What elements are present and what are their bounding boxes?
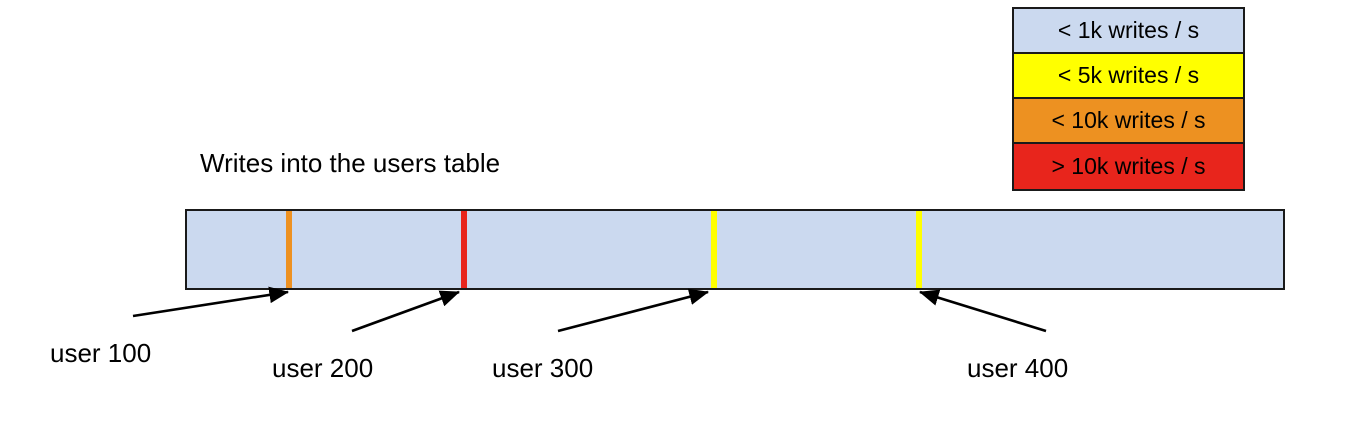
marker-user-200	[461, 211, 467, 288]
arrow-user-400	[919, 289, 1047, 333]
legend-row-under-10k: < 10k writes / s	[1014, 99, 1243, 144]
legend-row-under-5k: < 5k writes / s	[1014, 54, 1243, 99]
arrow-user-300	[557, 288, 710, 333]
users-table-bar	[185, 209, 1285, 290]
legend-label-over-10k: > 10k writes / s	[1051, 153, 1206, 179]
label-user-200: user 200	[272, 353, 374, 383]
legend-label-under-1k: < 1k writes / s	[1057, 17, 1200, 43]
legend-row-over-10k: > 10k writes / s	[1014, 144, 1243, 189]
arrow-user-200	[351, 290, 460, 333]
marker-user-400	[916, 211, 922, 288]
legend: < 1k writes / s < 5k writes / s < 10k wr…	[1012, 7, 1245, 191]
legend-label-under-5k: < 5k writes / s	[1057, 62, 1200, 88]
legend-label-under-10k: < 10k writes / s	[1051, 107, 1206, 133]
label-user-300: user 300	[492, 353, 594, 383]
marker-user-300	[711, 211, 717, 288]
arrow-user-100	[132, 286, 290, 318]
label-user-400: user 400	[967, 353, 1069, 383]
chart-title: Writes into the users table	[200, 148, 501, 178]
label-user-100: user 100	[50, 338, 152, 368]
legend-row-under-1k: < 1k writes / s	[1014, 9, 1243, 54]
marker-user-100	[286, 211, 292, 288]
